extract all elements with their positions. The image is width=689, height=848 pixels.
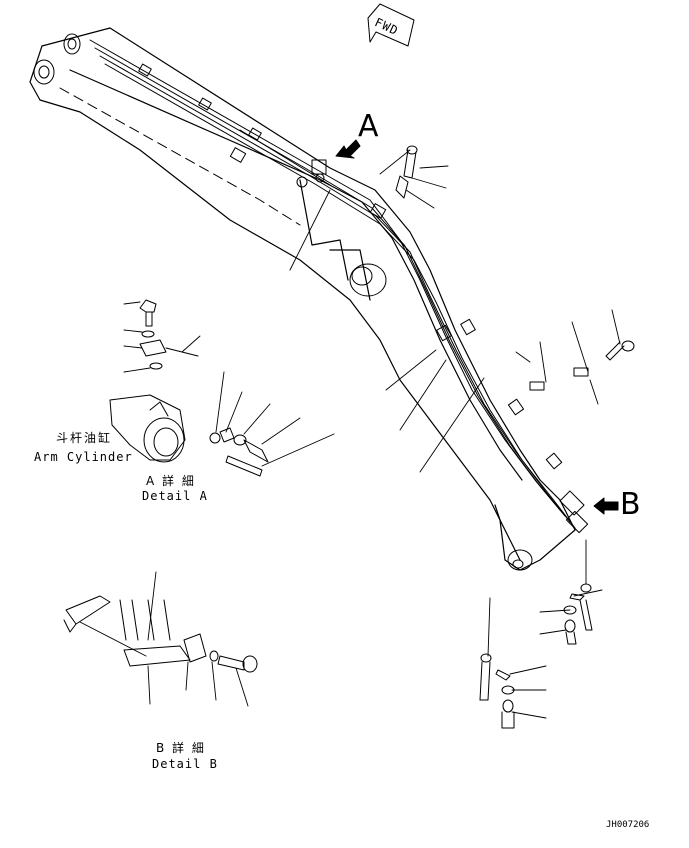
detail-a-title-en: Detail A xyxy=(142,489,208,503)
drawing-number: JH007206 xyxy=(606,820,650,830)
detail-a-title-cn: A 詳 細 xyxy=(146,474,196,488)
hydraulic-pipes xyxy=(59,39,576,529)
detail-b-title-cn: B 詳 細 xyxy=(156,741,206,755)
exploded-parts-a xyxy=(395,145,635,391)
view-b-arrow xyxy=(593,497,619,515)
view-b-marker: B xyxy=(620,487,641,522)
fwd-arrow xyxy=(367,3,415,47)
arm-cylinder-en: Arm Cylinder xyxy=(34,450,133,464)
arm-cylinder-cn: 斗杆油缸 xyxy=(56,431,113,445)
view-a-arrow xyxy=(335,139,361,159)
arm-outline xyxy=(29,27,576,571)
detail-b-title-en: Detail B xyxy=(152,757,218,771)
detail-b-drawing xyxy=(63,595,258,673)
callout-leaders xyxy=(79,149,621,719)
arm-bosses xyxy=(33,33,533,571)
detail-a-drawing xyxy=(109,299,269,477)
exploded-parts-b xyxy=(479,583,593,729)
pipe-clamps xyxy=(138,63,589,534)
view-a-marker: A xyxy=(358,109,379,144)
